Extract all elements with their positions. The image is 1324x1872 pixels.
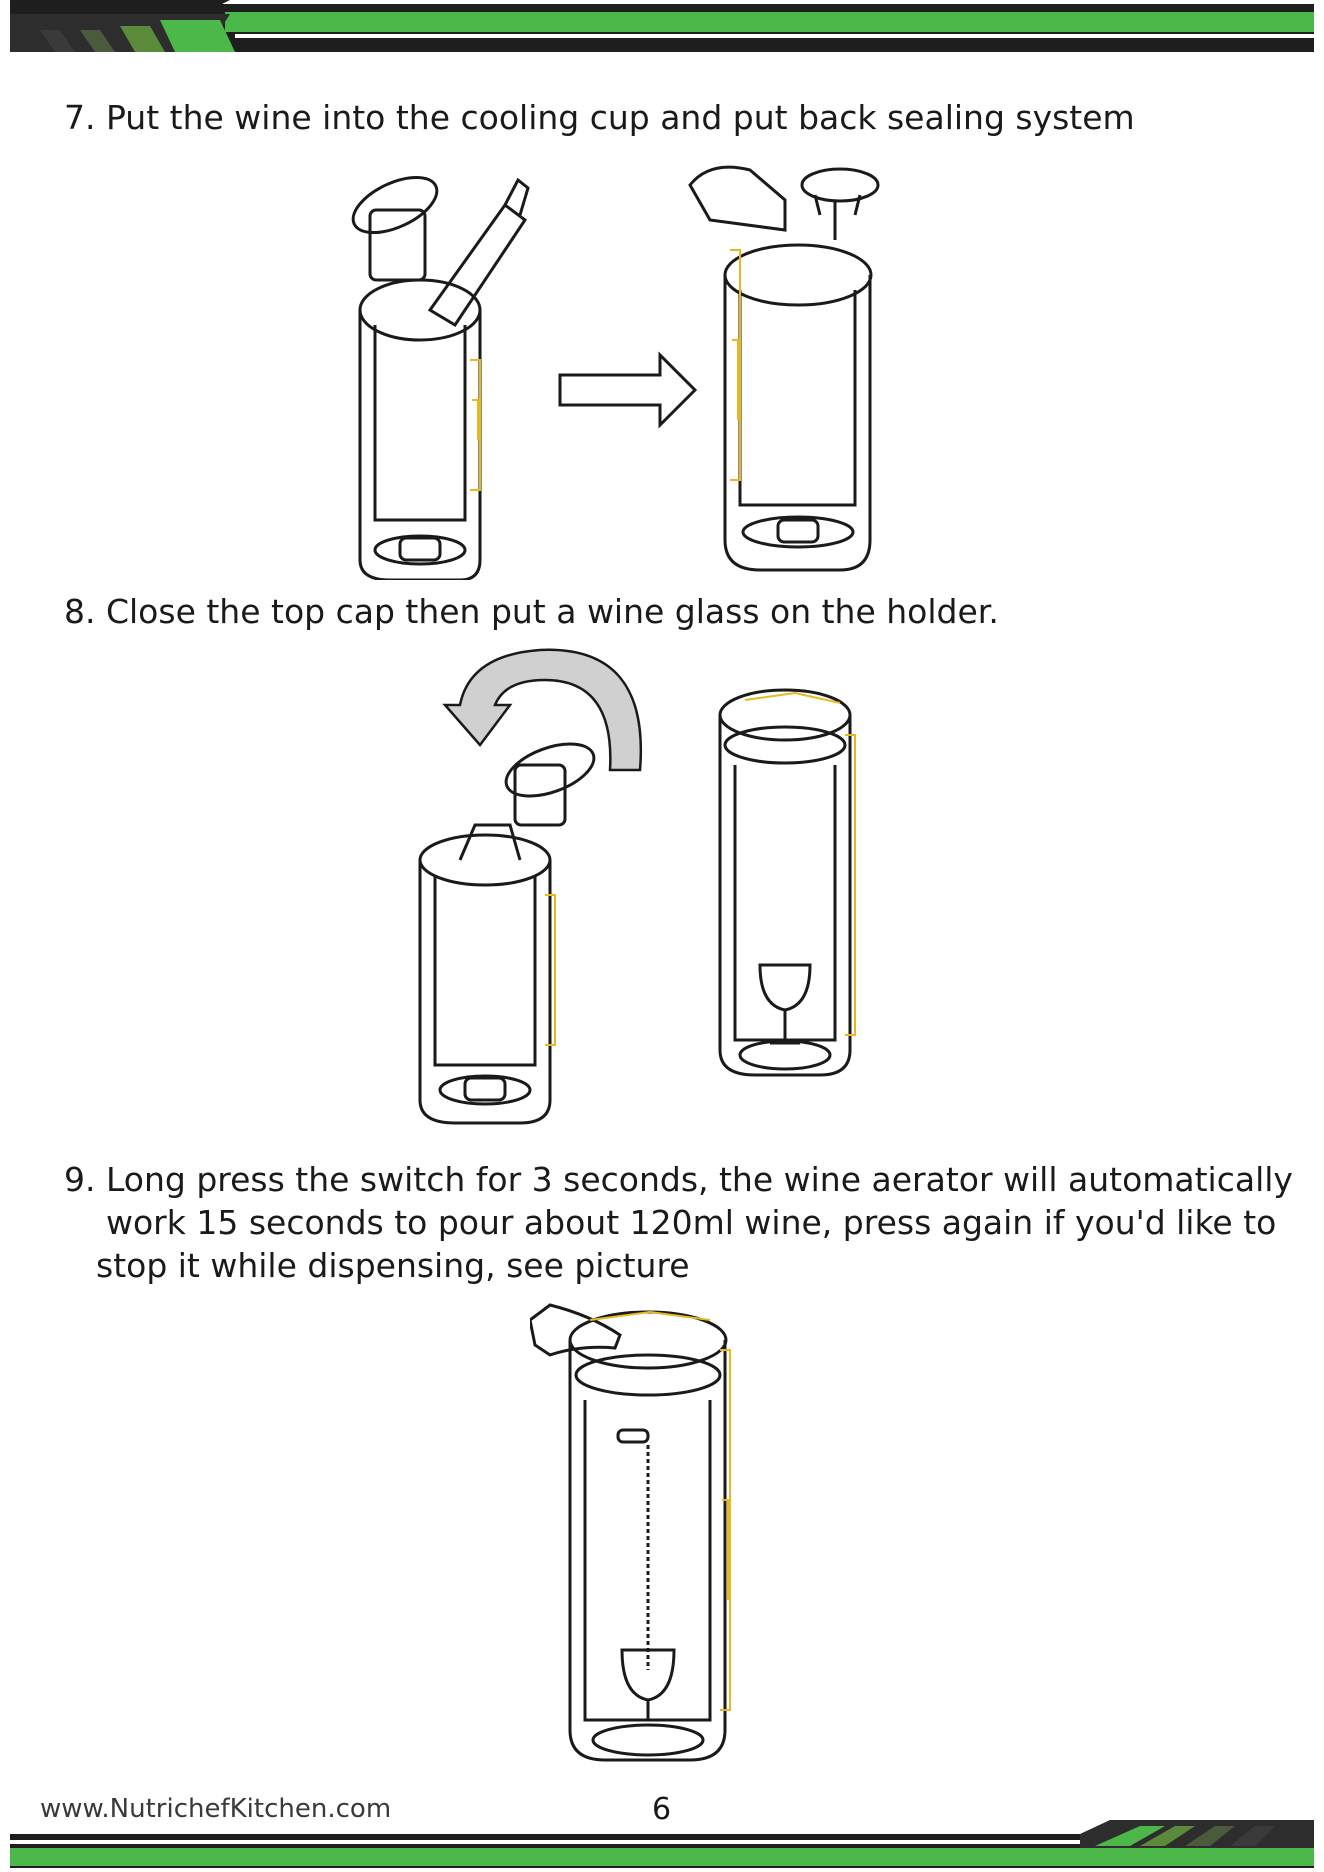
step-9-line-1: 9. Long press the switch for 3 seconds, … (64, 1160, 1293, 1199)
top-banner (0, 0, 1324, 60)
step-7-instruction: 7. Put the wine into the cooling cup and… (64, 96, 1135, 139)
step-8-illustration (400, 645, 880, 1135)
step-9-line-3: stop it while dispensing, see picture (64, 1244, 1293, 1287)
step-9-instruction: 9. Long press the switch for 3 seconds, … (64, 1158, 1293, 1287)
step-9-line-2: work 15 seconds to pour about 120ml wine… (64, 1201, 1293, 1244)
bottom-banner (0, 1808, 1324, 1872)
step-7-illustration (330, 160, 930, 580)
step-8-instruction: 8. Close the top cap then put a wine gla… (64, 590, 999, 633)
step-9-illustration (530, 1300, 760, 1780)
